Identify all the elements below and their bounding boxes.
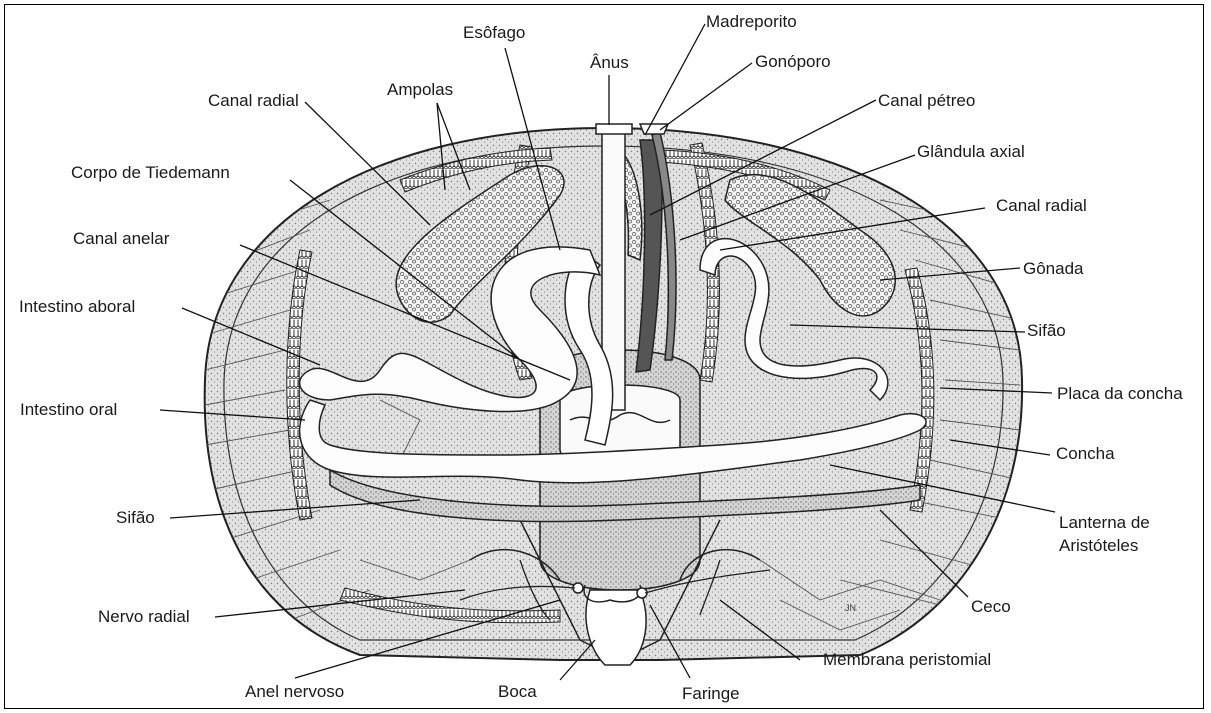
label-madreporito: Madreporito: [706, 12, 797, 32]
label-sifao-right: Sifão: [1027, 321, 1066, 341]
label-nervo-radial: Nervo radial: [98, 607, 190, 627]
label-esofago: Esôfago: [463, 23, 525, 43]
label-anus: Ânus: [590, 53, 629, 73]
label-canal-anelar: Canal anelar: [73, 229, 169, 249]
label-ampolas: Ampolas: [387, 80, 453, 100]
label-canal-petreo: Canal pétreo: [878, 91, 975, 111]
label-boca: Boca: [498, 682, 537, 702]
label-glandula-axial: Glândula axial: [917, 142, 1025, 162]
label-sifao-left: Sifão: [116, 508, 155, 528]
artist-signature: JN: [845, 598, 856, 618]
label-placa-concha: Placa da concha: [1057, 384, 1183, 404]
label-gonoporo: Gonóporo: [755, 52, 831, 72]
label-concha: Concha: [1056, 444, 1115, 464]
label-anel-nervoso: Anel nervoso: [245, 682, 344, 702]
label-gonada: Gônada: [1023, 259, 1084, 279]
label-ceco: Ceco: [971, 597, 1011, 617]
apical-system: [596, 124, 668, 134]
label-faringe: Faringe: [682, 684, 740, 704]
label-lanterna: Lanterna de: [1059, 513, 1150, 533]
label-intestino-oral: Intestino oral: [20, 400, 117, 420]
label-membrana-peristomial: Membrana peristomial: [823, 650, 991, 670]
label-canal-radial-left: Canal radial: [208, 91, 299, 111]
label-lanterna-2: Aristóteles: [1059, 536, 1138, 556]
label-canal-radial-right: Canal radial: [996, 196, 1087, 216]
label-intestino-aboral: Intestino aboral: [19, 297, 135, 317]
label-corpo-tiedemann: Corpo de Tiedemann: [71, 163, 230, 183]
